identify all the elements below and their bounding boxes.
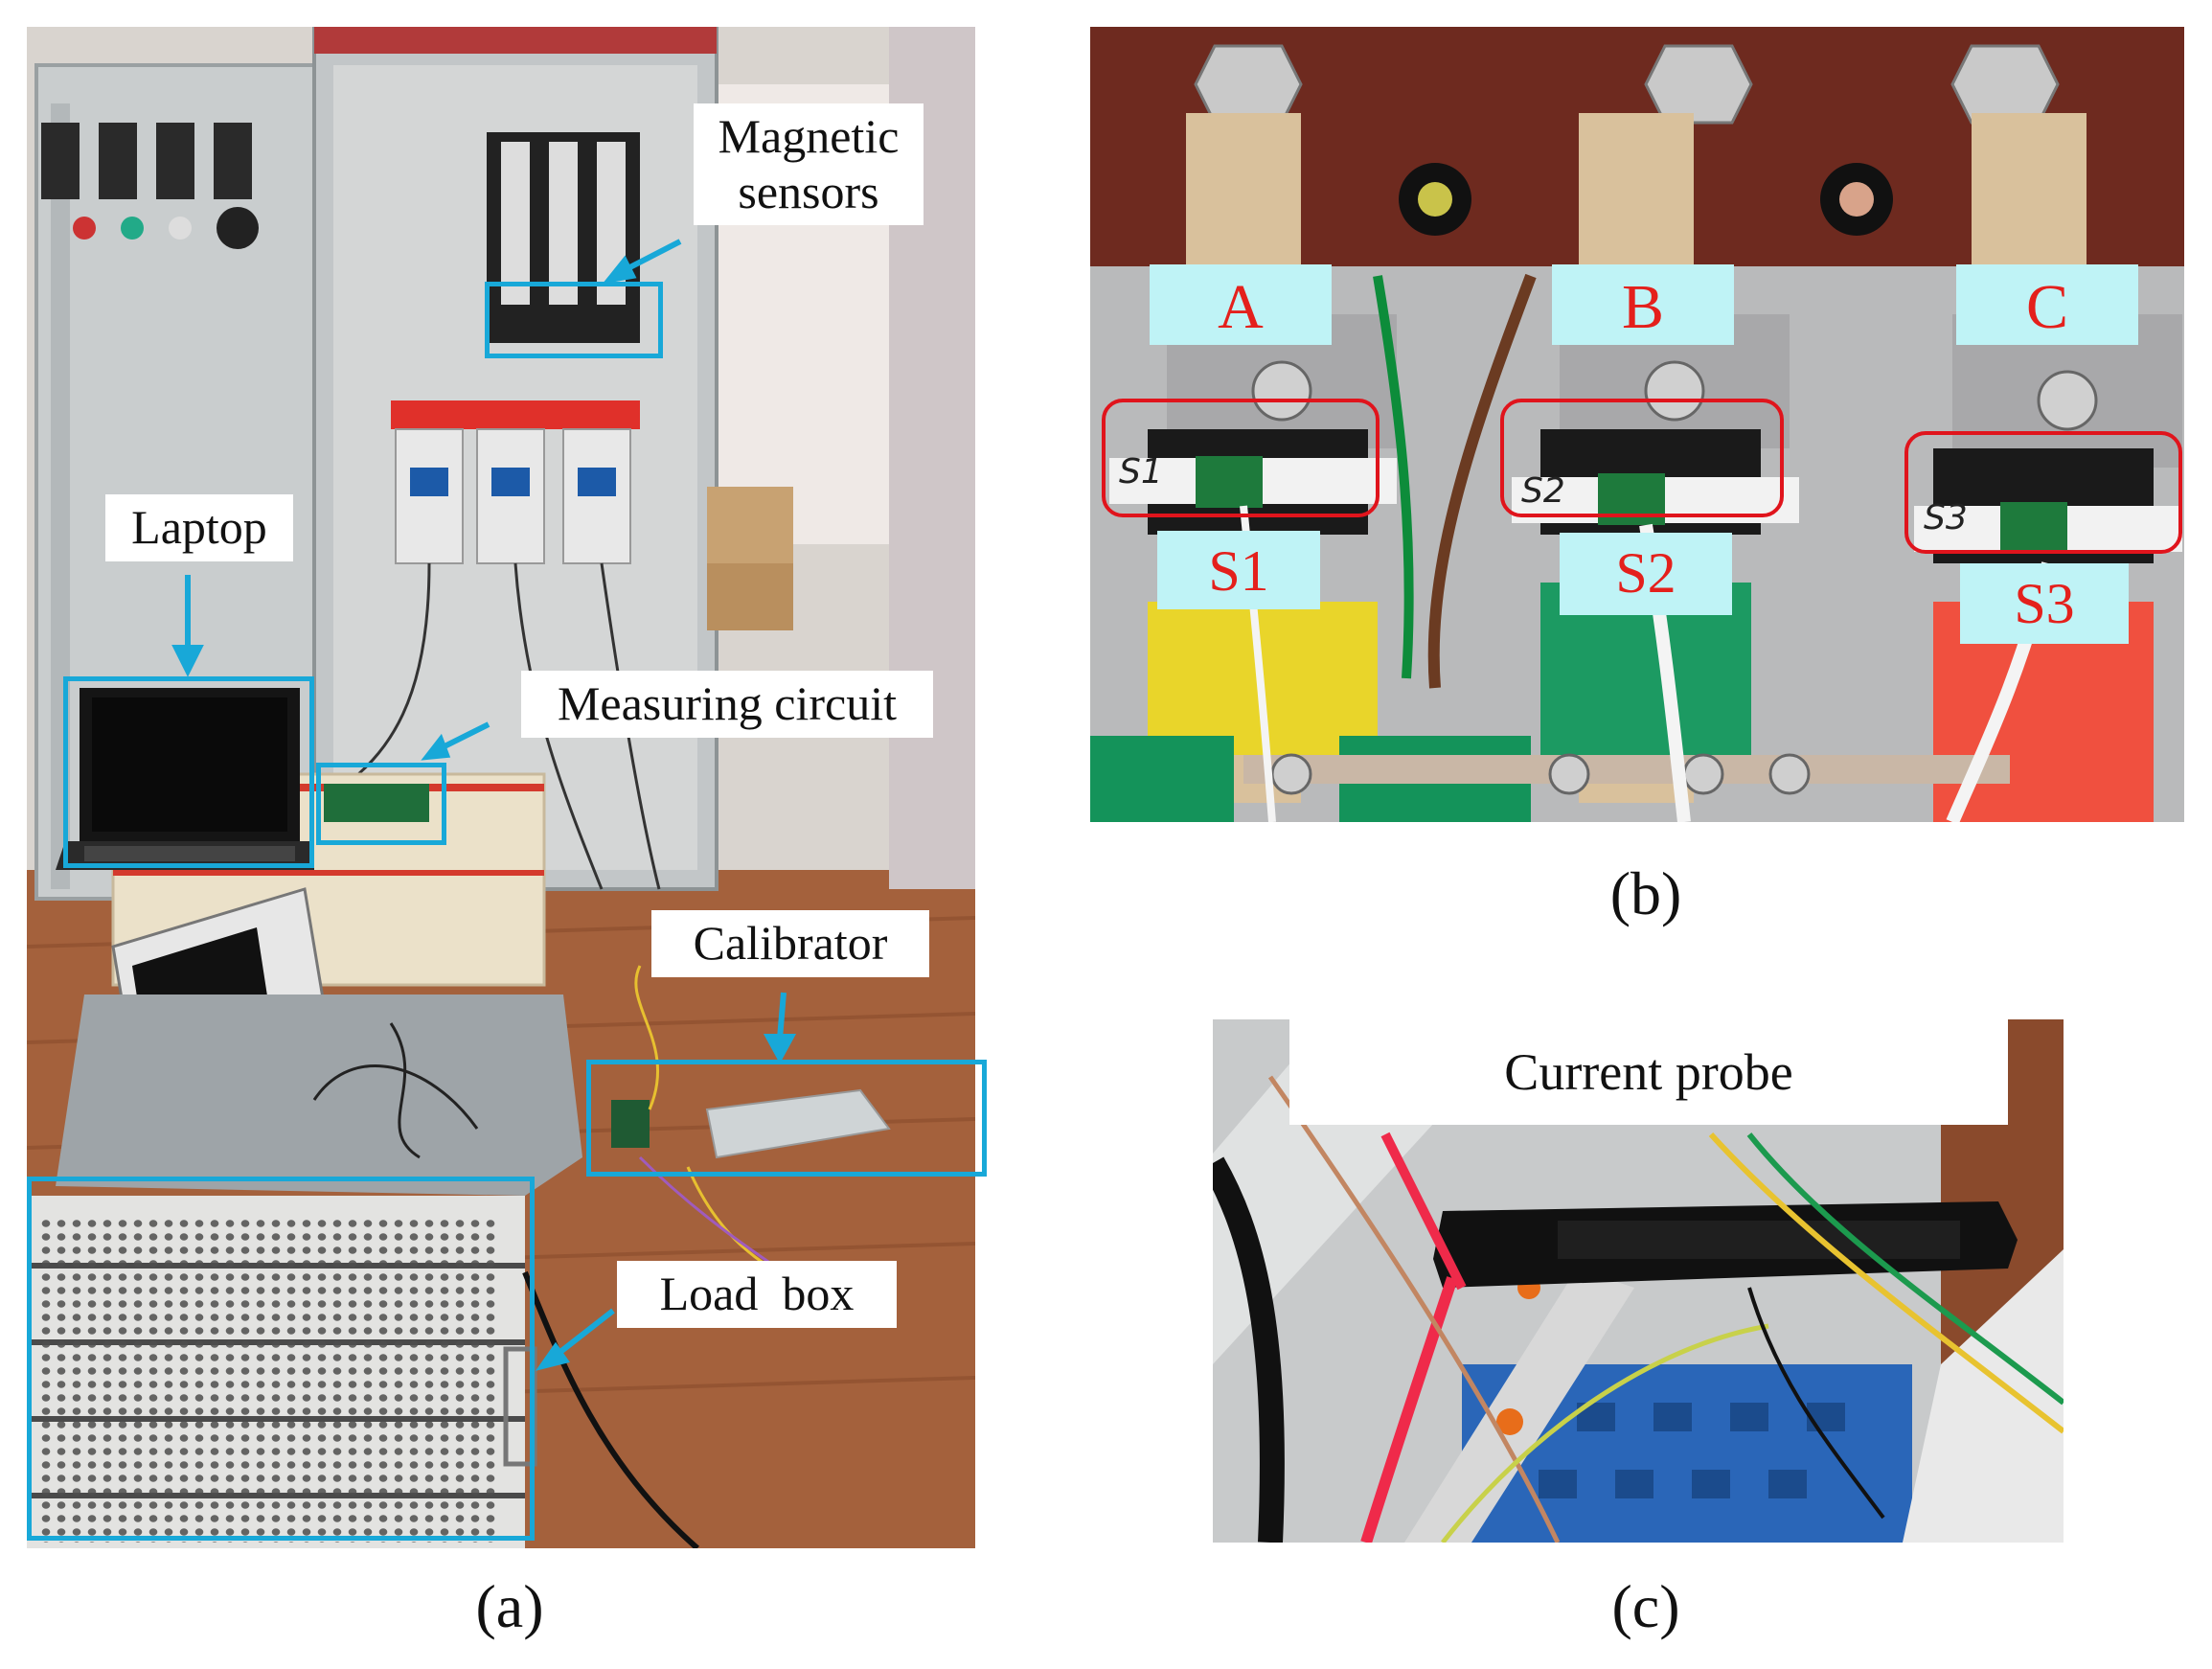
measuring-circuit-highlight: [316, 763, 446, 845]
load-box-highlight: [27, 1177, 535, 1541]
busbar-sensors-photo: [1090, 27, 2184, 822]
caption-c: (c): [1611, 1572, 1680, 1640]
laptop-label: Laptop: [105, 494, 293, 561]
phase-label-c: C: [1956, 264, 2138, 345]
sensor-tag-s1: S1: [1119, 452, 1163, 492]
sensor-s2-highlight: [1500, 399, 1784, 517]
sensor-tag-s2: S2: [1521, 471, 1565, 511]
magnetic-sensors-label-line2: sensors: [738, 164, 879, 218]
laptop-highlight: [63, 676, 314, 868]
phase-label-b: B: [1552, 264, 1734, 345]
panel-b-photo: [1090, 27, 2184, 822]
sensor-label-s3: S3: [1960, 563, 2129, 644]
caption-b: (b): [1609, 859, 1682, 927]
calibrator-label: Calibrator: [651, 910, 929, 977]
magnetic-sensors-label: Magnetic sensors: [694, 103, 924, 225]
measuring-circuit-label: Measuring circuit: [521, 671, 933, 738]
sensor-s1-highlight: [1102, 399, 1380, 517]
sensor-label-s2: S2: [1560, 533, 1732, 615]
load-box-label: Load box: [617, 1261, 897, 1328]
load-box-perforation: [38, 1217, 498, 1543]
phase-label-a: A: [1150, 264, 1332, 345]
magnetic-sensors-highlight: [485, 282, 663, 358]
calibrator-highlight: [586, 1060, 987, 1177]
magnetic-sensors-label-line1: Magnetic: [718, 109, 900, 163]
caption-a: (a): [475, 1572, 544, 1640]
sensor-tag-s3: S3: [1924, 498, 1968, 537]
current-probe-label: Current probe: [1289, 1019, 2008, 1125]
sensor-label-s1: S1: [1157, 531, 1320, 609]
sensor-s3-highlight: [1904, 431, 2182, 554]
